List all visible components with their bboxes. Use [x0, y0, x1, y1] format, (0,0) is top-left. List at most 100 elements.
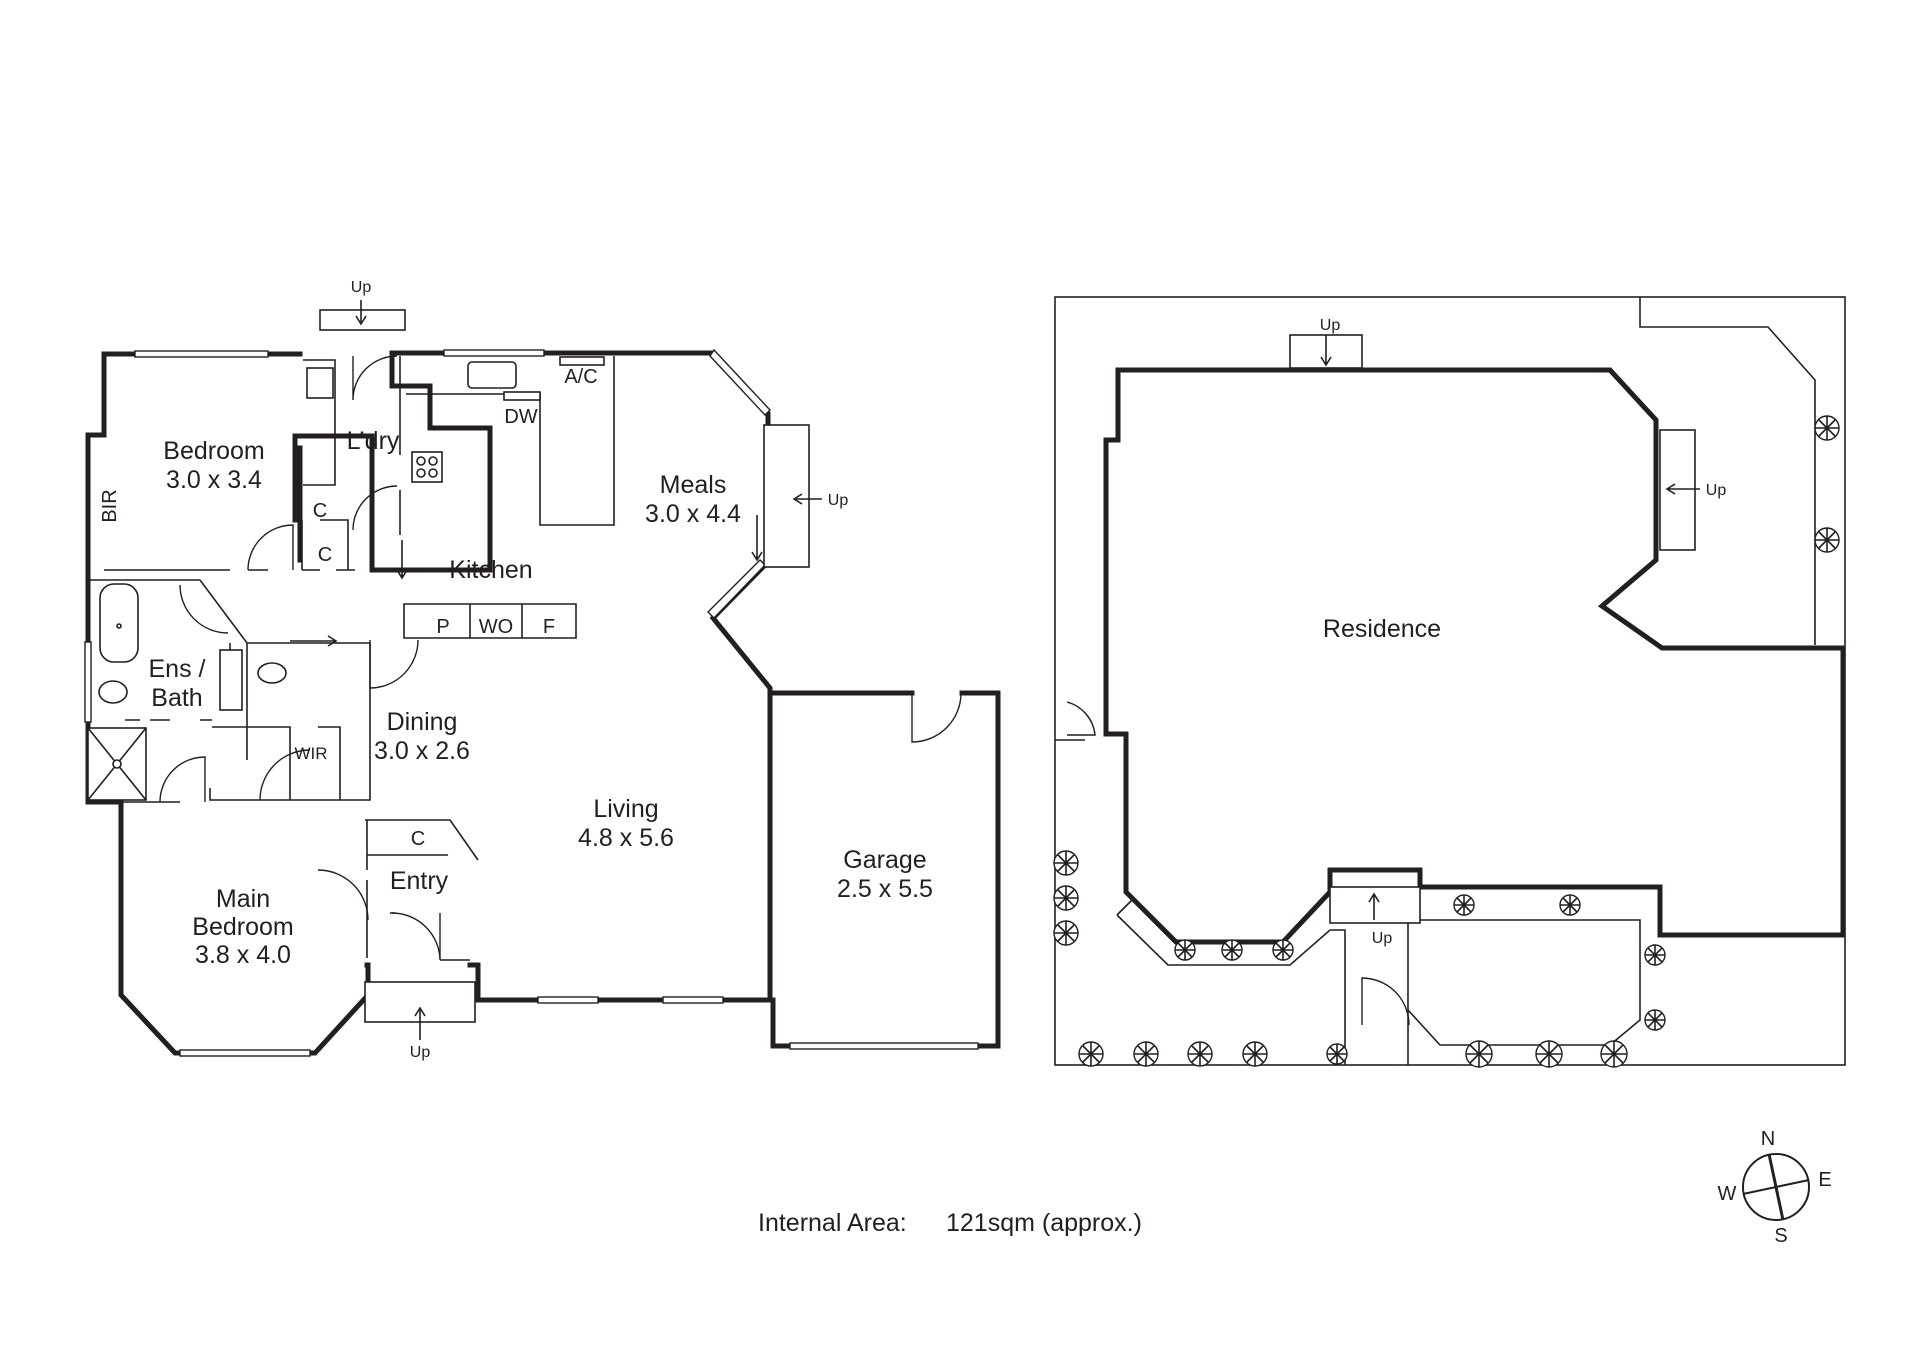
pantry-cabinets	[403, 603, 577, 639]
kitchen-label: Kitchen	[449, 556, 532, 584]
front-garden-edge	[1116, 899, 1641, 1065]
site-rear-steps-label: Up	[1320, 317, 1341, 334]
tree	[1053, 885, 1079, 911]
tree	[1814, 527, 1840, 553]
laundry-steps	[319, 309, 406, 331]
floor-plan-labels: Bedroom 3.0 x 3.4 BIR L’dry C C Kitchen …	[99, 279, 933, 1061]
compass-west: W	[1718, 1183, 1737, 1205]
tree	[1174, 939, 1196, 961]
compass-east: E	[1818, 1169, 1831, 1191]
window-kitchen	[443, 349, 545, 357]
bedroom-size: 3.0 x 3.4	[166, 466, 262, 494]
kitchen-sink	[467, 361, 517, 389]
entry-steps-label: Up	[410, 1044, 431, 1061]
site-side-steps-label: Up	[1706, 482, 1727, 499]
meals-steps	[763, 424, 810, 568]
living-size: 4.8 x 5.6	[578, 824, 674, 852]
site-boundary	[1054, 296, 1846, 1066]
window-living-2	[662, 996, 724, 1004]
dining-name: Dining	[387, 708, 458, 736]
internal-area: Internal Area: 121sqm (approx.)	[758, 1209, 1142, 1237]
window-bedroom	[134, 350, 269, 358]
cupboard-label-2: C	[318, 544, 332, 566]
tree	[1053, 850, 1079, 876]
tree	[1078, 1041, 1104, 1067]
compass-south: S	[1774, 1225, 1787, 1247]
ac-unit	[559, 356, 605, 366]
site-step-arrows	[1320, 335, 1700, 920]
main-bedroom-line2: Bedroom	[192, 913, 293, 941]
laundry-steps-label: Up	[351, 279, 372, 296]
ac-label: A/C	[564, 366, 597, 388]
ensuite-basin	[257, 662, 287, 684]
window-bedroom-bay	[179, 1049, 311, 1057]
dishwasher-label: DW	[504, 406, 537, 428]
driveway-edge	[1639, 297, 1816, 645]
garden-trees	[1053, 415, 1840, 1068]
ensuite-label-2: Bath	[151, 684, 202, 712]
living-name: Living	[593, 795, 658, 823]
tree	[1814, 415, 1840, 441]
residence-outline	[1103, 367, 1846, 945]
window-garage	[789, 1042, 979, 1050]
garage-name: Garage	[843, 846, 926, 874]
wir-label: WIR	[294, 744, 327, 763]
window-living-1	[537, 996, 599, 1004]
tree	[1465, 1040, 1493, 1068]
tree	[1272, 939, 1294, 961]
floor-plan	[84, 300, 1001, 1057]
tree	[1600, 1040, 1628, 1068]
laundry-trough	[306, 367, 334, 399]
tree	[1559, 894, 1581, 916]
step-arrows	[290, 300, 822, 1040]
main-bedroom-line1: Main	[216, 885, 270, 913]
dining-size: 3.0 x 2.6	[374, 737, 470, 765]
bir-label: BIR	[99, 489, 121, 522]
garage-walls	[770, 690, 1001, 1049]
tree	[1453, 894, 1475, 916]
tree	[1221, 939, 1243, 961]
tree	[1053, 920, 1079, 946]
garage-size: 2.5 x 5.5	[837, 875, 933, 903]
tree	[1644, 1009, 1666, 1031]
window-ensuite	[84, 641, 92, 723]
tree	[1242, 1041, 1268, 1067]
tree	[1326, 1043, 1348, 1065]
compass-north: N	[1761, 1128, 1775, 1150]
tree	[1644, 944, 1666, 966]
site-front-steps	[1329, 886, 1421, 924]
site-front-steps-label: Up	[1372, 930, 1393, 947]
area-value: 121sqm (approx.)	[946, 1209, 1142, 1237]
bedroom-name: Bedroom	[163, 437, 264, 465]
meals-size: 3.0 x 4.4	[645, 500, 741, 528]
window-meals-bay-lower	[707, 559, 766, 619]
meals-steps-label: Up	[828, 492, 849, 509]
cupboard-label-1: C	[313, 500, 327, 522]
entry-cupboard-label: C	[411, 828, 425, 850]
ensuite-toilet	[98, 680, 128, 704]
entry-label: Entry	[390, 867, 449, 895]
compass-icon: N S E W	[1718, 1128, 1832, 1247]
bathtub	[99, 583, 139, 663]
area-label: Internal Area:	[758, 1209, 907, 1237]
ensuite-vanity	[219, 649, 243, 711]
laundry-label: L’dry	[347, 427, 400, 455]
fridge-label: F	[543, 616, 555, 638]
site-plan: Residence Up Up Up	[1053, 296, 1846, 1068]
tree	[1535, 1040, 1563, 1068]
pantry-label: P	[436, 616, 449, 638]
oven-label: WO	[479, 616, 513, 638]
site-side-steps	[1659, 429, 1696, 551]
window-meals-bay-upper	[709, 348, 771, 417]
dishwasher	[503, 391, 541, 401]
residence-label: Residence	[1323, 615, 1441, 643]
laundry-bench	[303, 359, 336, 486]
meals-name: Meals	[660, 471, 727, 499]
main-bedroom-size: 3.8 x 4.0	[195, 941, 291, 969]
kitchen-bench	[406, 356, 615, 526]
tree	[1187, 1041, 1213, 1067]
door-swings	[159, 355, 962, 961]
tree	[1133, 1041, 1159, 1067]
cooktop	[411, 451, 443, 483]
